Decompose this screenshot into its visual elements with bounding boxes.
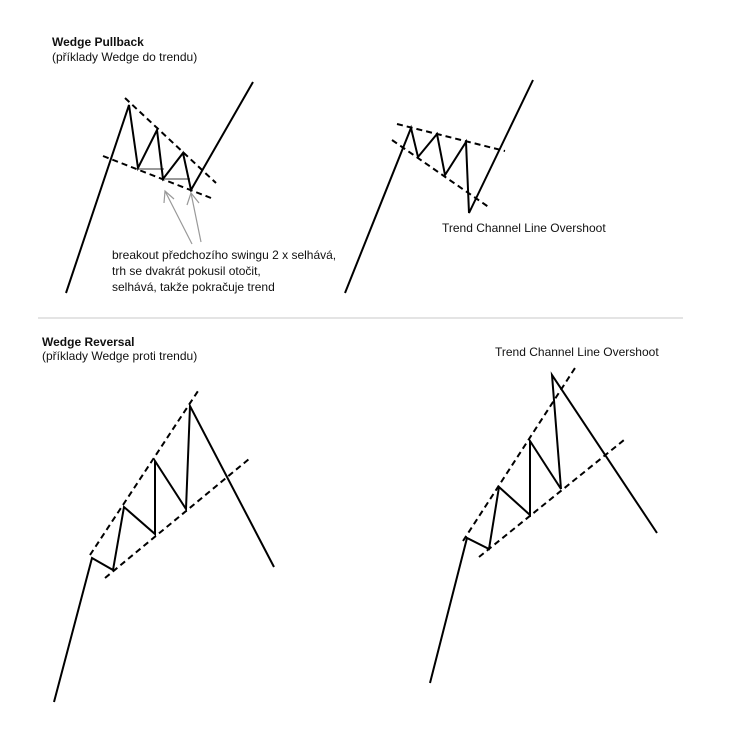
arrow-icon [186,191,202,243]
upper-trendline [396,123,506,152]
price-path [53,402,275,703]
note-line-3: selhává, takže pokračuje trend [112,280,275,294]
lower-trendline [478,439,625,558]
pullback-example-1: breakout předchozího swingu 2 x selhává,… [65,81,336,294]
pullback-subtitle: (příklady Wedge do trendu) [52,50,197,64]
pullback-example-2: Trend Channel Line Overshoot [344,79,606,294]
price-path [429,371,658,684]
upper-trendline [124,97,217,184]
reversal-example-1 [53,387,275,703]
arrow-icon [163,189,193,245]
pullback-title: Wedge Pullback [52,35,144,49]
note-line-2: trh se dvakrát pokusil otočit, [112,264,261,278]
upper-trendline [462,367,576,542]
reversal-title: Wedge Reversal [42,335,135,349]
overshoot-label: Trend Channel Line Overshoot [442,221,606,235]
price-path [65,81,254,294]
price-path [344,79,534,294]
note-line-1: breakout předchozího swingu 2 x selhává, [112,248,336,262]
reversal-subtitle: (příklady Wedge proti trendu) [42,349,197,363]
lower-trendline [104,458,250,579]
reversal-example-2: Trend Channel Line Overshoot [429,345,659,684]
upper-trendline [89,387,201,556]
overshoot-label: Trend Channel Line Overshoot [495,345,659,359]
